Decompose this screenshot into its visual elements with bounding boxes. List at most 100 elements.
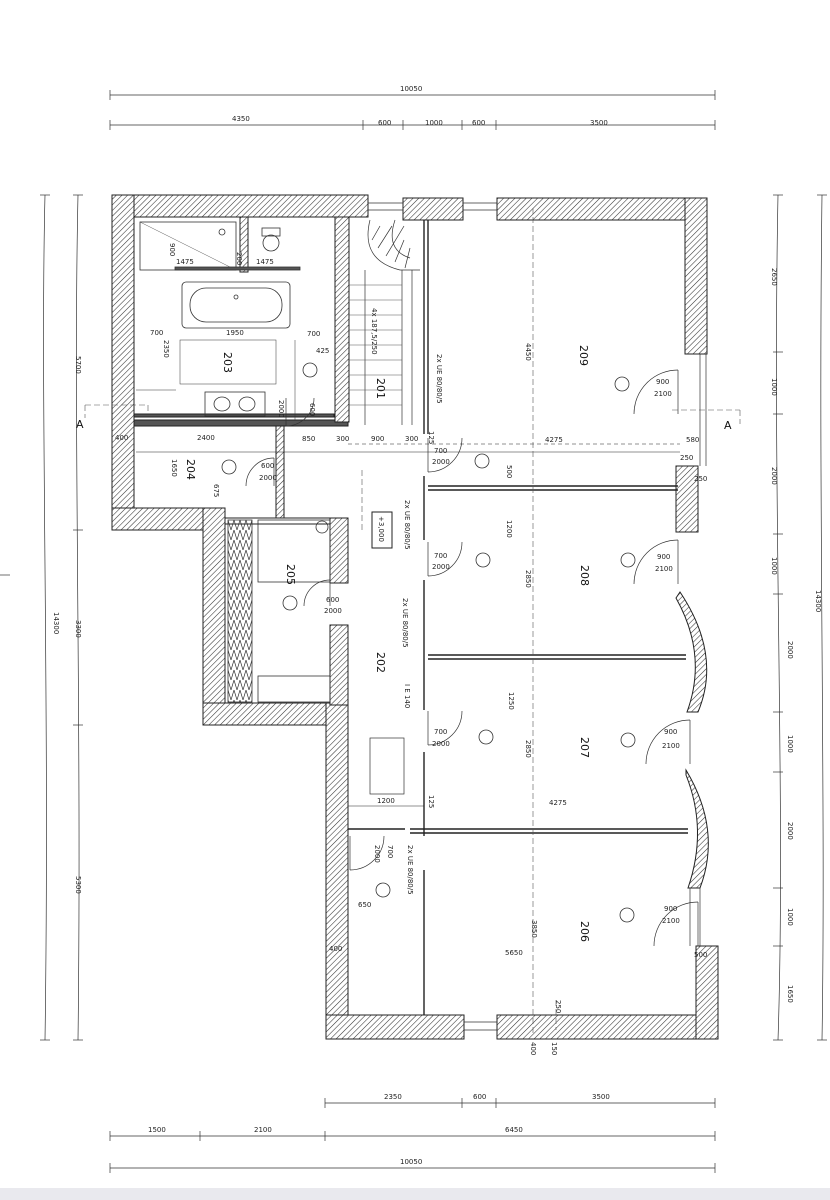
dim-left-seg: 5700 [74,356,82,374]
dim-label: 400 [329,945,342,953]
dim-label: 2400 [197,434,215,442]
dim-label: 1475 [176,258,194,266]
dim-label: 4275 [549,799,567,807]
dimension-lines [0,90,827,1173]
dim-label: 2100 [655,565,673,573]
door-swings [245,369,699,947]
dim-label: 900 [664,905,677,913]
dim-label: 2000 [324,607,342,615]
dim-label: 2000 [373,845,381,863]
bathroom-fixtures [136,221,301,420]
dim-label: 900 [664,728,677,736]
dim-label: 5650 [505,949,523,957]
room-205: 205 [284,564,297,585]
dim-label: 125 [427,795,435,808]
dim-left-seg: 5300 [74,876,82,894]
dim-label: 600 [308,403,316,416]
dim-label: 1475 [256,258,274,266]
dim-right-seg: 2000 [786,641,794,659]
dim-right-seg: 1000 [770,378,778,396]
dim-label: 250 [680,454,693,462]
dim-label: 400 [115,434,128,442]
dim-label: 900 [168,243,176,256]
bottom-bar [0,1188,830,1200]
dim-top-total: 10050 [400,85,422,93]
door-tags [221,362,636,923]
dim-bottom-seg: 2350 [384,1093,402,1101]
lintel-note: 2x UE 80/80/5 [401,598,409,648]
dim-label: 500 [694,951,707,959]
room-204: 204 [184,459,197,480]
dim-label: 700 [434,447,447,455]
dim-label: 650 [358,901,371,909]
dim-label: 300 [336,435,349,443]
dim-right-seg: 2000 [786,822,794,840]
dim-label: 250 [554,1000,562,1013]
level-marker: +3,000 [377,516,385,542]
dim-left-total: 14300 [52,612,60,634]
dim-top-seg: 3500 [590,119,608,127]
dim-label: 700 [150,329,163,337]
dim-label: 1650 [170,459,178,477]
dimension-labels: 10050 4350 600 1000 600 3500 2350 600 35… [52,85,822,1166]
dim-top-seg: 1000 [425,119,443,127]
dim-label: 425 [316,347,329,355]
dim-label: 700 [307,330,320,338]
dim-right-seg: 1650 [786,985,794,1003]
dim-label: 2850 [524,740,532,758]
dim-label: 700 [434,728,447,736]
dim-label: 675 [212,484,220,497]
dim-label: 2100 [662,917,680,925]
dim-label: 900 [657,553,670,561]
room-201: 201 [374,378,387,399]
dim-label: 400 [529,1042,537,1055]
room-202: 202 [374,652,387,673]
room-209: 209 [577,345,590,366]
dim-label: 200 [235,252,243,265]
dim-bottom-seg: 600 [473,1093,486,1101]
walls [111,194,719,1040]
dim-label: 2850 [524,570,532,588]
room-206: 206 [578,921,591,942]
dim-label: 1950 [226,329,244,337]
beam-note: I E 140 [403,684,411,708]
dim-label: 1250 [507,692,515,710]
dim-right-seg: 1000 [786,735,794,753]
lintel-note: 2x UE 80/80/5 [403,500,411,550]
room-207: 207 [578,737,591,758]
dim-label: 250 [694,475,707,483]
stair-treads [349,284,402,406]
staircase [364,219,420,425]
dim-label: 2000 [259,474,277,482]
room-208: 208 [578,565,591,586]
dim-bottom-seg: 3500 [592,1093,610,1101]
dim-label: 2000 [432,563,450,571]
dim-label: 580 [686,436,699,444]
level-box [371,511,393,549]
dim-label: 850 [302,435,315,443]
dim-label: 700 [434,552,447,560]
dim-label: 500 [505,465,513,478]
interior-dimensions: 900 1475 200 1475 700 1950 700 2350 425 … [115,243,707,1055]
dim-right-seg: 2650 [770,268,778,286]
dim-right-seg: 2000 [770,467,778,485]
dim-label: 900 [656,378,669,386]
dim-label: 2100 [662,742,680,750]
wardrobe [227,519,331,703]
dim-label: 2350 [162,340,170,358]
dim-label: 4275 [545,436,563,444]
dim-right-total: 14300 [814,590,822,612]
dim-bottom-seg: 1500 [148,1126,166,1134]
dim-label: 1200 [377,797,395,805]
dim-label: 2000 [432,740,450,748]
dim-left-seg: 3300 [74,620,82,638]
dim-label: 2000 [277,400,285,418]
lintel-note: 2x UE 80/80/5 [406,845,414,895]
dim-label: 150 [550,1042,558,1055]
dim-bottom-seg: 6450 [505,1126,523,1134]
dim-bottom-seg: 2100 [254,1126,272,1134]
dim-label: 600 [261,462,274,470]
room-203: 203 [221,352,234,373]
dim-top-seg: 600 [378,119,391,127]
